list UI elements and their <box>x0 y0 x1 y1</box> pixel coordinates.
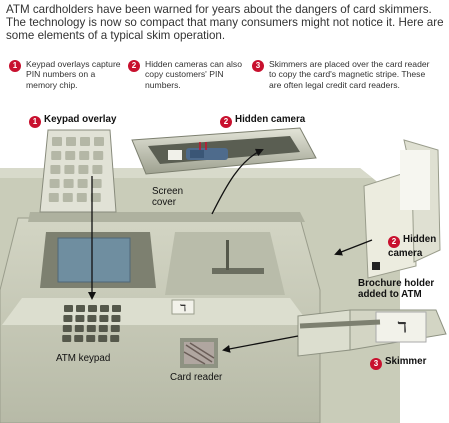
key <box>76 193 87 202</box>
cash-slot <box>212 268 264 274</box>
keypad-overlay-keys <box>48 137 104 202</box>
key <box>91 179 102 188</box>
key <box>80 137 90 146</box>
key <box>49 179 60 188</box>
key <box>90 193 101 202</box>
arrow-cover-to-screen <box>211 148 264 215</box>
key <box>48 193 59 202</box>
key <box>52 137 62 146</box>
label-card-reader: Card reader <box>170 372 223 383</box>
key <box>98 325 108 332</box>
key <box>86 325 96 332</box>
key <box>110 335 120 342</box>
key <box>51 151 62 160</box>
callout-skimmer-label: Skimmer <box>385 356 427 367</box>
key <box>64 165 75 174</box>
side-camera-lens <box>372 262 380 270</box>
key <box>88 305 97 312</box>
key <box>62 335 72 342</box>
card-reader <box>180 338 218 368</box>
step-3-text: Skimmers are placed over the card reader… <box>269 59 430 90</box>
svg-text:ℸ: ℸ <box>397 319 406 335</box>
intro-paragraph: ATM cardholders have been warned for yea… <box>6 3 444 43</box>
key <box>65 151 76 160</box>
svg-text:ℸ: ℸ <box>180 303 186 313</box>
key <box>87 315 97 322</box>
atm-logo-plaque: ℸ <box>171 299 195 315</box>
key <box>111 315 121 322</box>
key <box>112 305 121 312</box>
callout-2-badge-top: 2 <box>220 116 232 128</box>
key <box>63 179 74 188</box>
key <box>77 179 88 188</box>
key <box>66 137 76 146</box>
arrow-skimmer-to-reader <box>222 335 299 353</box>
key <box>74 325 84 332</box>
key <box>75 315 85 322</box>
key <box>99 315 109 322</box>
callout-hidden-camera-side-label: Hidden camera <box>388 234 437 259</box>
key <box>94 137 104 146</box>
key <box>50 165 61 174</box>
key <box>78 165 89 174</box>
callout-hidden-camera-top-label: Hidden camera <box>235 114 306 125</box>
screen-cover <box>131 127 317 175</box>
label-brochure-holder: Brochure holder added to ATM <box>358 278 435 300</box>
callout-keypad-overlay-label: Keypad overlay <box>44 114 117 125</box>
key <box>62 193 73 202</box>
atm-front-panel <box>0 212 321 423</box>
callout-2-badge-side: 2 <box>388 236 400 248</box>
step-3-badge: 3 <box>252 60 264 72</box>
key <box>63 315 73 322</box>
skimmer-device: ℸ <box>297 309 447 357</box>
step-2-badge: 2 <box>128 60 140 72</box>
key <box>86 335 96 342</box>
keypad-overlay <box>39 129 117 213</box>
key <box>62 325 72 332</box>
label-atm-keypad: ATM keypad <box>56 353 111 364</box>
key <box>92 165 103 174</box>
callout-3-badge: 3 <box>370 358 382 370</box>
hidden-camera-device <box>168 142 228 160</box>
label-screen-cover: Screen cover <box>152 186 184 208</box>
key <box>93 151 104 160</box>
brochure-holder <box>363 139 441 279</box>
step-1-text: Keypad overlays capture PIN numbers on a… <box>26 59 121 90</box>
key <box>110 325 120 332</box>
key <box>98 335 108 342</box>
key <box>64 305 73 312</box>
key <box>79 151 90 160</box>
atm-screen <box>57 237 131 283</box>
callout-1-badge: 1 <box>29 116 41 128</box>
key <box>100 305 109 312</box>
key <box>74 335 84 342</box>
key <box>76 305 85 312</box>
step-2-text: Hidden cameras can also copy customers' … <box>145 59 242 90</box>
arrow-brochure-to-atm <box>334 239 373 256</box>
step-1-badge: 1 <box>9 60 21 72</box>
atm-keypad <box>62 305 121 342</box>
